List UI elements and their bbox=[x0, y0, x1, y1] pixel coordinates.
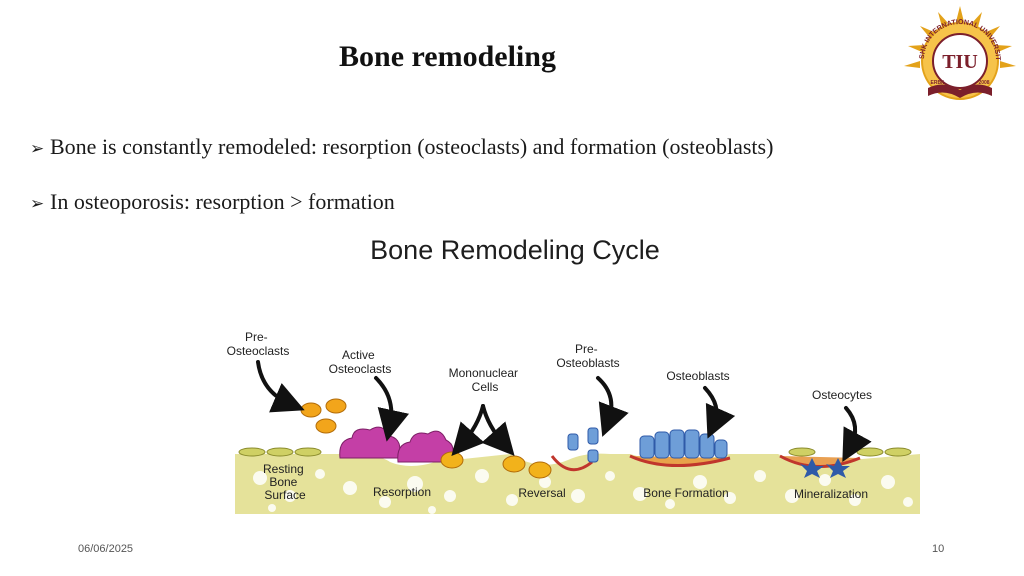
stage-label-reversal: Reversal bbox=[518, 486, 565, 500]
label-osteocytes: Osteocytes bbox=[812, 388, 872, 402]
active-osteoclast-cells bbox=[339, 426, 454, 463]
label-pre-osteoclasts: Pre- Osteoclasts bbox=[227, 330, 290, 358]
bullet-text: Bone is constantly remodeled: resorption… bbox=[50, 134, 774, 159]
bone-remodeling-diagram: Bone Remodeling Cycle bbox=[227, 235, 920, 514]
university-logo: TISHK INTERNATIONAL UNIVERSITY TIU ERBIL… bbox=[898, 4, 1016, 100]
page-number: 10 bbox=[932, 543, 945, 555]
stage-label-resorption: Resorption bbox=[373, 485, 431, 499]
pre-osteoclast-cells bbox=[300, 398, 347, 434]
osteocyte-cells bbox=[800, 458, 850, 478]
label-mononuclear-cells: Mononuclear Cells bbox=[449, 366, 522, 394]
bone-tissue bbox=[235, 453, 920, 514]
arrow-bullet-icon: ➢ bbox=[30, 194, 45, 213]
label-pre-osteoblasts: Pre- Osteoblasts bbox=[556, 342, 619, 370]
slide-title: Bone remodeling bbox=[339, 40, 556, 73]
curved-arrow-icon bbox=[842, 406, 872, 463]
stage-label-resting: Resting Bone Surface bbox=[263, 462, 307, 502]
footer-date: 06/06/2025 bbox=[78, 543, 134, 555]
stage-label-bone-formation: Bone Formation bbox=[643, 486, 728, 500]
bullet-item: ➢ Bone is constantly remodeled: resorptio… bbox=[30, 134, 773, 160]
curved-arrow-icon bbox=[703, 386, 736, 439]
label-active-osteoclasts: Active Osteoclasts bbox=[329, 348, 392, 376]
curved-arrow-icon bbox=[451, 404, 485, 456]
sun-rays-icon bbox=[904, 6, 1016, 68]
curved-arrow-icon bbox=[374, 376, 409, 442]
logo-year: 2008 bbox=[978, 80, 989, 86]
arrow-bullet-icon: ➢ bbox=[30, 139, 45, 158]
bullet-text: In osteoporosis: resorption > formation bbox=[50, 189, 395, 214]
logo-city: ERBIL bbox=[931, 80, 946, 86]
bullet-item: ➢ In osteoporosis: resorption > formation bbox=[30, 189, 395, 215]
logo-initials: TIU bbox=[942, 51, 978, 73]
curved-arrow-icon bbox=[596, 376, 629, 437]
label-osteoblasts: Osteoblasts bbox=[666, 369, 729, 383]
mononuclear-cells bbox=[440, 451, 552, 479]
osteoblast-cells bbox=[639, 429, 728, 459]
diagram-title: Bone Remodeling Cycle bbox=[370, 235, 660, 265]
curved-arrow-icon bbox=[256, 360, 305, 413]
book-icon bbox=[928, 84, 992, 98]
stage-label-mineralization: Mineralization bbox=[794, 487, 868, 501]
pre-osteoblast-cells bbox=[567, 427, 599, 463]
curved-arrow-icon bbox=[481, 404, 515, 456]
reversal-seam bbox=[550, 455, 593, 472]
